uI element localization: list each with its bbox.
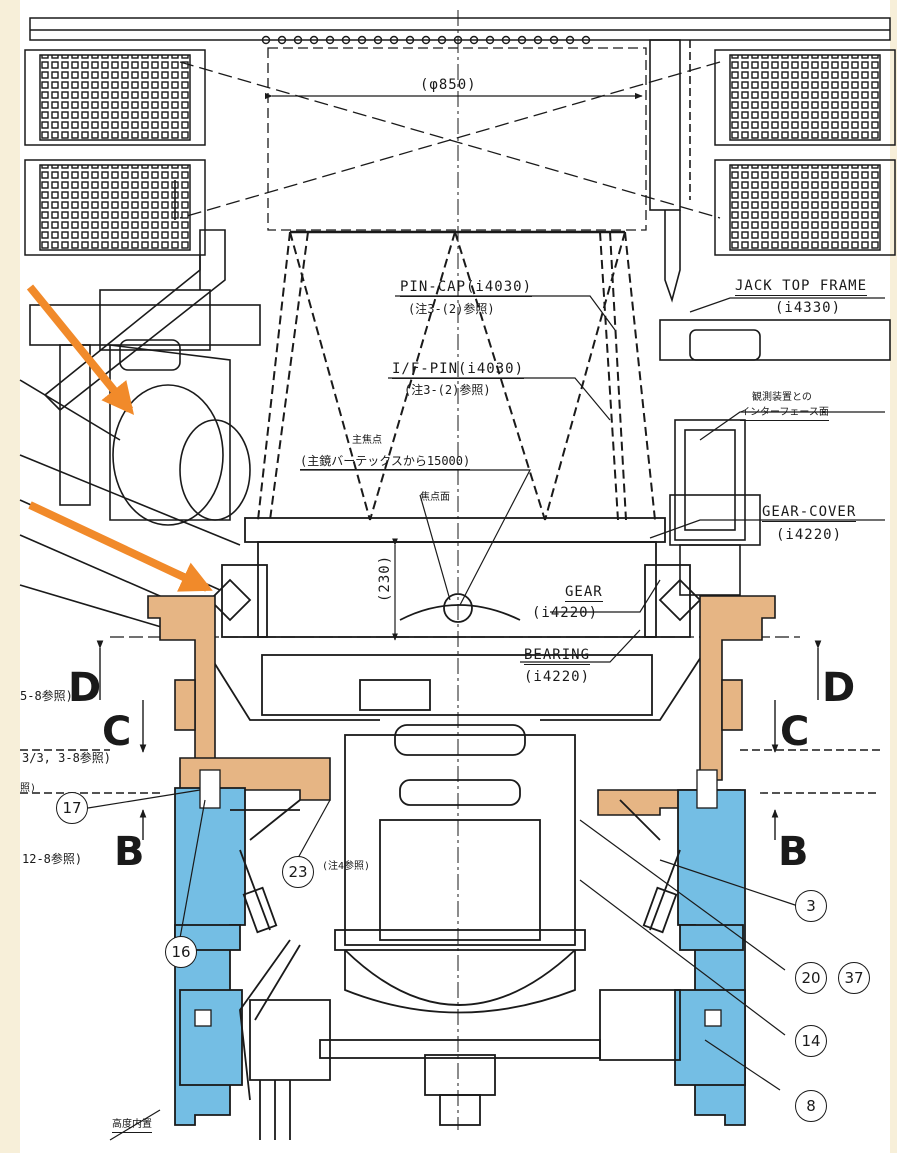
jack-top-frame-number: (i4330) (775, 300, 842, 316)
interface-label-line1: 観測装置との (752, 392, 812, 403)
note-23: (注4参照) (322, 861, 371, 872)
section-c-left: C (102, 709, 132, 755)
focal-point-title: 主焦点 (352, 435, 382, 446)
note-ref: 照) (20, 783, 37, 794)
section-b-left: B (114, 829, 145, 875)
section-b-right: B (778, 829, 809, 875)
bolt-row (261, 35, 591, 45)
callout-37: 37 (838, 962, 870, 994)
focal-point-note: (主鏡バーテックスから15000) (300, 454, 471, 470)
coil-modules (24, 49, 896, 256)
pin-cap-note: (注3-(2)参照) (408, 302, 495, 316)
section-c-right: C (780, 709, 810, 755)
callout-16: 16 (165, 936, 197, 968)
gear-label: GEAR (565, 584, 603, 602)
upper-frame (179, 10, 721, 1130)
interface-label-line2: インターフェース面 (740, 408, 829, 421)
section-lines (20, 640, 880, 840)
if-pin-label: I/F-PIN(i4030) (392, 361, 525, 379)
gear-number: (i4220) (532, 605, 599, 621)
callout-14: 14 (795, 1025, 827, 1057)
gear-cover-number: (i4220) (776, 527, 843, 543)
note-12: 12-8参照) (22, 852, 83, 866)
truss-cone (257, 230, 656, 521)
dimension-side: (230) (377, 554, 393, 602)
top-bar (29, 17, 891, 45)
highlight-arrows (26, 284, 213, 592)
bearing-label: BEARING (524, 647, 591, 665)
blue-columns (174, 787, 746, 1126)
section-d-left: D (68, 665, 102, 711)
column-bolts (194, 769, 722, 1027)
dimension-top: (φ850) (420, 77, 477, 93)
bottom-note: 高度内置 (112, 1120, 152, 1133)
note-5: 5-8参照) (20, 689, 73, 703)
callout-20: 20 (795, 962, 827, 994)
if-pin-note: (注3-(2)参照) (404, 383, 491, 397)
callout-8: 8 (795, 1090, 827, 1122)
callout-23: 23 (282, 856, 314, 888)
gear-cover-label: GEAR-COVER (762, 504, 857, 522)
callout-17: 17 (56, 792, 88, 824)
note-3: 3/3, 3-8参照) (22, 751, 112, 765)
lower-optics (230, 724, 681, 1140)
jack-top-frame-label: JACK TOP FRAME (735, 278, 868, 296)
section-d-right: D (822, 665, 856, 711)
pin-cap-label: PIN-CAP(i4030) (400, 279, 533, 297)
central-barrel (110, 517, 800, 721)
callout-3: 3 (795, 890, 827, 922)
bearing-number: (i4220) (524, 669, 591, 685)
focal-plane-label: 焦点面 (420, 492, 450, 503)
